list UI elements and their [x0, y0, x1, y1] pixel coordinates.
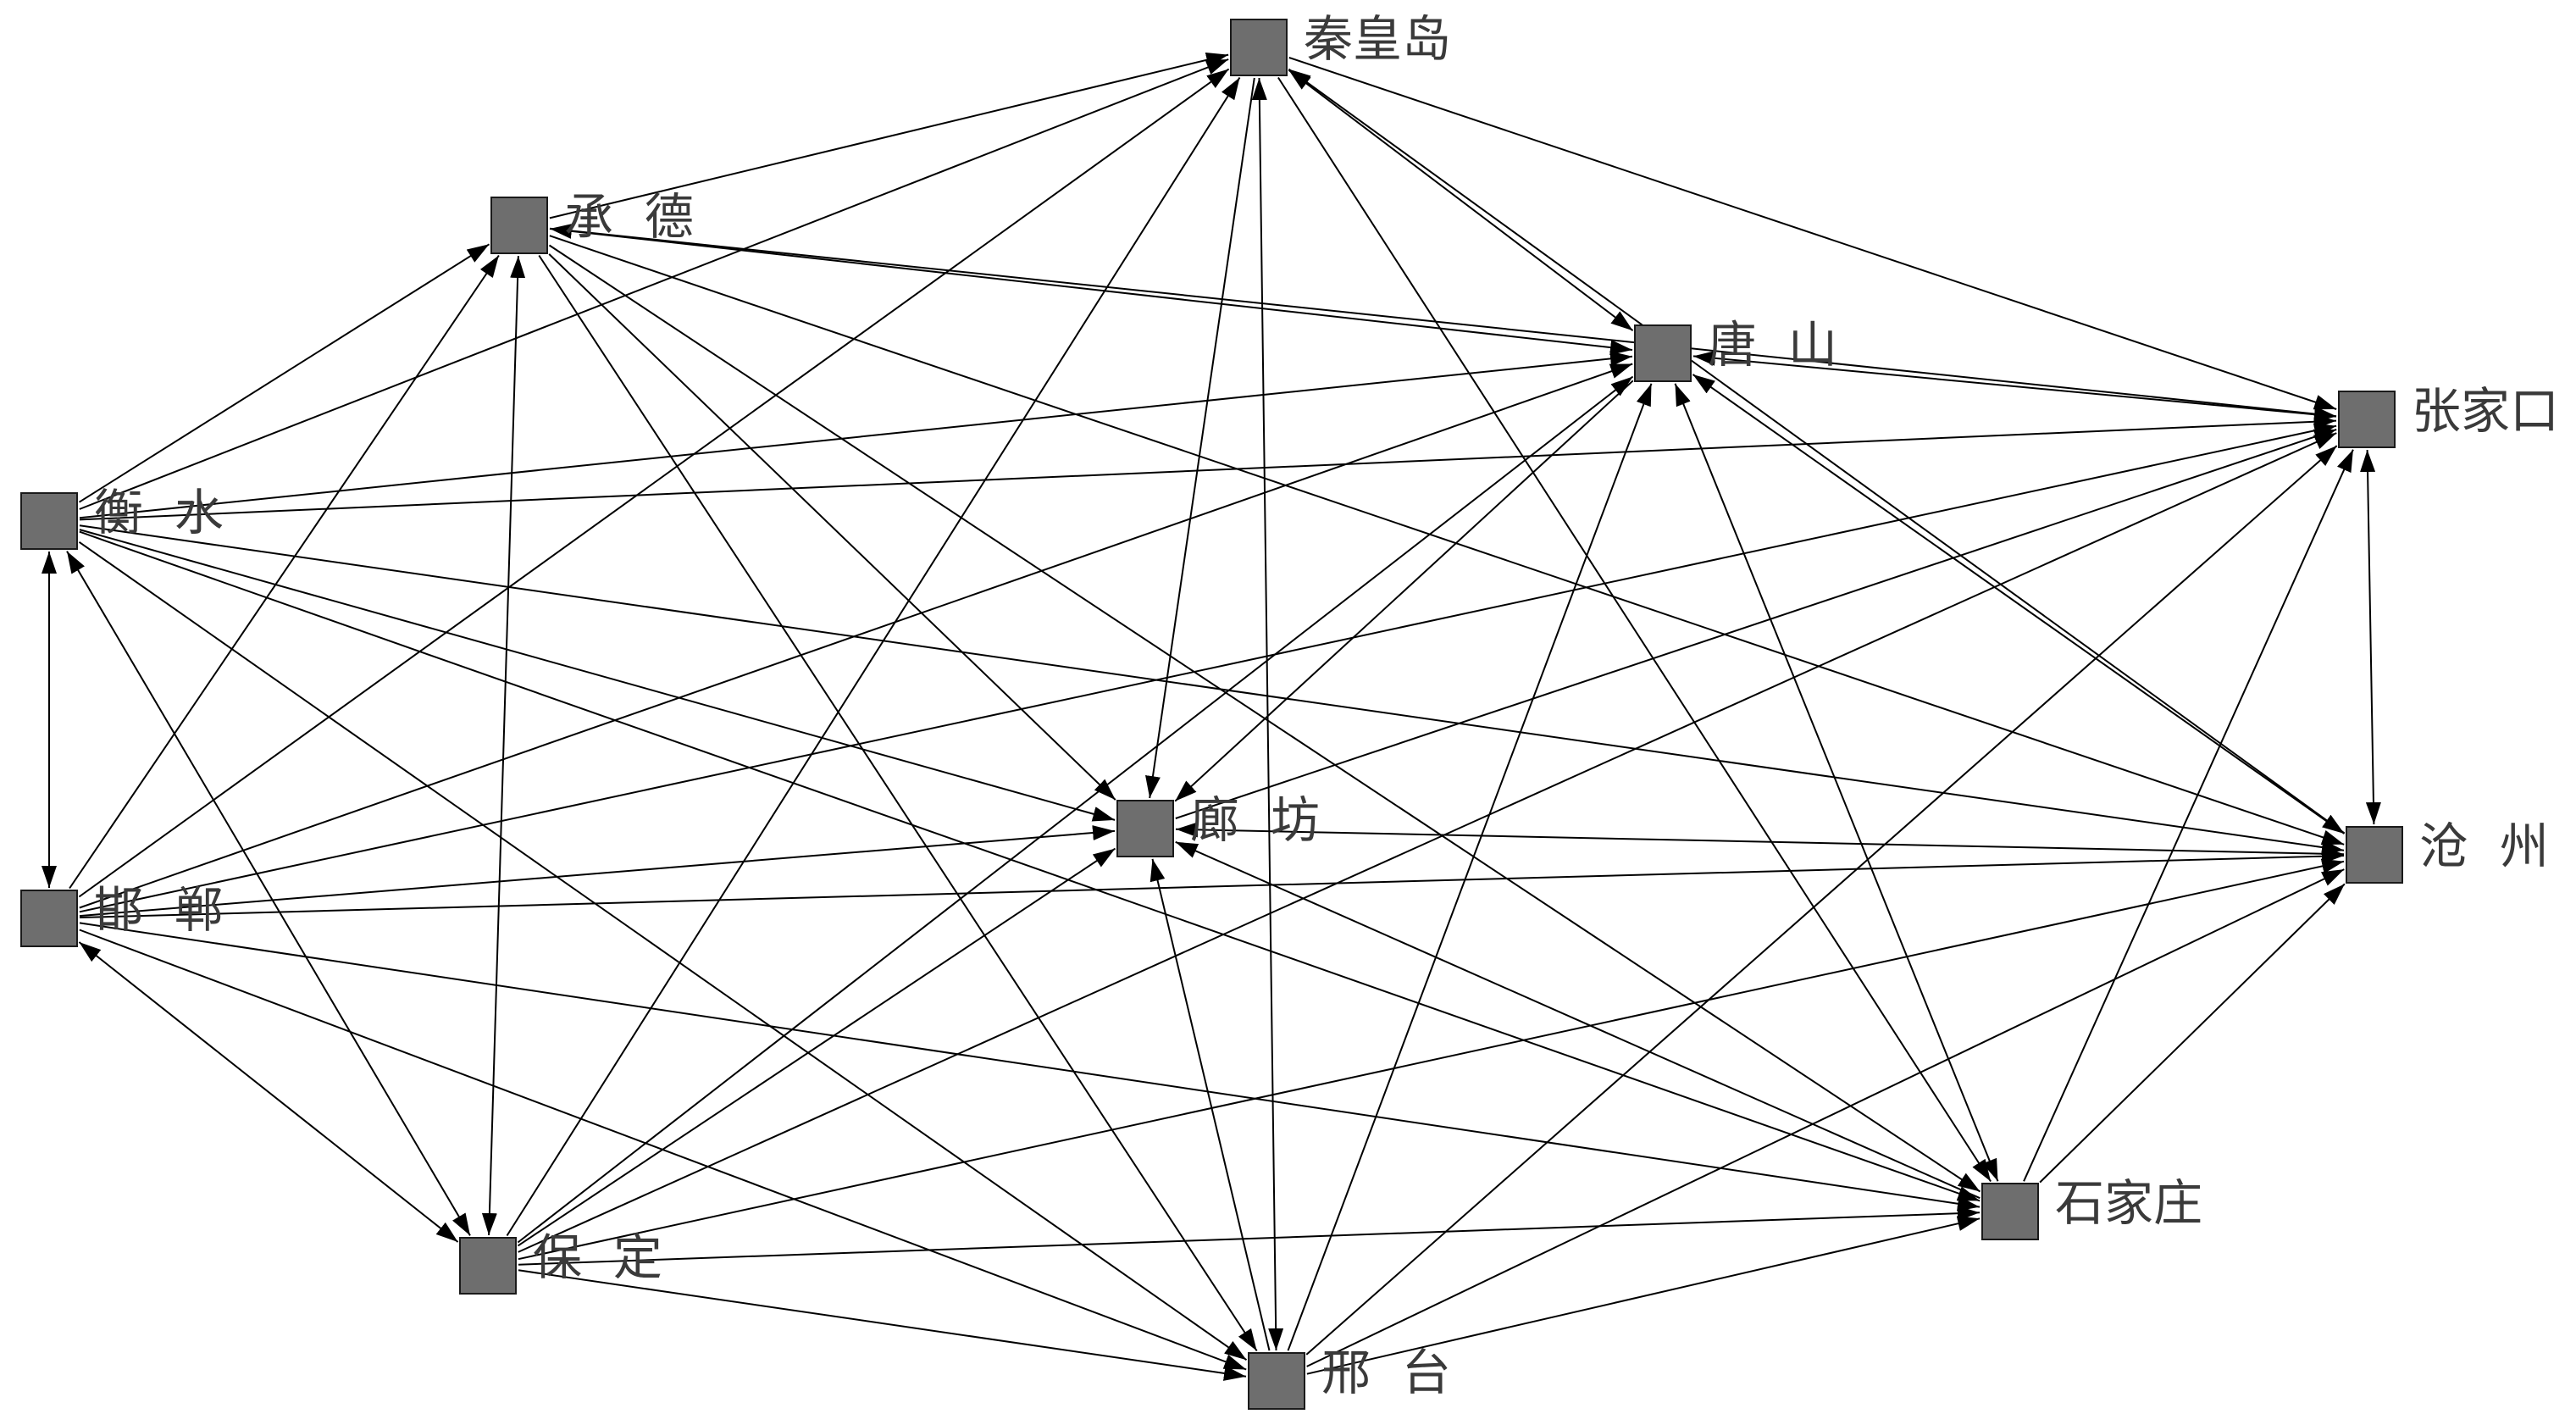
- city-node-square: [459, 1237, 517, 1295]
- edge-1-to-2: [549, 223, 1633, 356]
- edge-4-to-0: [79, 58, 1229, 510]
- edge-2-to-5: [1174, 380, 1634, 802]
- edge-9-to-8: [518, 1206, 1980, 1266]
- city-node-5: 廊 坊: [1116, 791, 1320, 857]
- city-node-10: 邢 台: [1248, 1344, 1451, 1410]
- edge-10-to-6: [1306, 868, 2345, 1367]
- edge-6-to-5: [1175, 822, 2345, 862]
- city-node-square: [490, 197, 548, 254]
- city-label: 保 定: [533, 1228, 662, 1286]
- edge-7-to-5: [79, 825, 1116, 918]
- city-label: 廊 坊: [1190, 791, 1320, 849]
- edge-9-to-0: [506, 76, 1241, 1237]
- city-label: 承 德: [564, 188, 694, 246]
- edge-10-to-8: [1306, 1216, 1980, 1375]
- edge-10-to-3: [1305, 445, 2338, 1356]
- city-node-square: [1634, 324, 1692, 382]
- city-label: 秦皇岛: [1304, 10, 1451, 68]
- city-label: 邯 郸: [94, 881, 224, 939]
- city-node-square: [20, 890, 78, 947]
- edge-9-to-5: [517, 847, 1116, 1247]
- edge-1-to-9: [481, 255, 526, 1236]
- edge-2-to-8: [1674, 383, 1999, 1182]
- city-node-square: [2338, 391, 2396, 448]
- edge-8-to-3: [2023, 449, 2354, 1182]
- city-node-1: 承 德: [490, 188, 694, 254]
- edge-2-to-6: [1692, 374, 2346, 834]
- edge-layer: [42, 52, 2381, 1381]
- edge-9-to-6: [518, 858, 2345, 1261]
- edge-5-to-3: [1175, 429, 2337, 819]
- edge-7-to-1: [69, 254, 500, 890]
- edge-10-to-5: [1150, 858, 1271, 1351]
- edge-9-to-10: [518, 1269, 1247, 1381]
- city-label: 沧 州: [2419, 818, 2549, 875]
- edge-4-to-1: [78, 243, 490, 503]
- edge-7-to-9: [78, 941, 459, 1243]
- edge-1-to-3: [549, 227, 2337, 422]
- edge-0-to-3: [1288, 57, 2337, 410]
- city-node-9: 保 定: [459, 1228, 662, 1295]
- city-node-7: 邯 郸: [20, 881, 224, 947]
- city-node-square: [2346, 826, 2403, 884]
- edge-4-to-10: [78, 541, 1248, 1361]
- edge-1-to-0: [549, 52, 1229, 219]
- edge-4-to-3: [79, 413, 2337, 521]
- city-node-square: [1248, 1352, 1305, 1410]
- edge-1-to-10: [538, 254, 1258, 1352]
- edge-7-to-10: [79, 929, 1247, 1371]
- city-node-6: 沧 州: [2346, 818, 2549, 884]
- edge-1-to-5: [548, 253, 1116, 801]
- edge-8-to-6: [2039, 883, 2346, 1184]
- edge-7-to-6: [79, 848, 2345, 918]
- city-label: 邢 台: [1321, 1344, 1451, 1401]
- edge-4-to-2: [79, 351, 1633, 519]
- edge-10-to-2: [1287, 383, 1653, 1351]
- city-node-0: 秦皇岛: [1230, 10, 1451, 76]
- edge-3-to-6: [2360, 449, 2381, 825]
- edge-0-to-10: [1251, 77, 1284, 1351]
- city-label: 唐 山: [1708, 316, 1837, 374]
- edge-0-to-5: [1145, 77, 1255, 799]
- city-label: 张家口: [2412, 382, 2559, 440]
- city-node-3: 张家口: [2338, 382, 2559, 448]
- city-label: 衡 水: [94, 484, 224, 541]
- edge-4-to-8: [79, 530, 1980, 1202]
- city-node-square: [1116, 800, 1174, 857]
- edge-4-to-5: [79, 529, 1116, 822]
- city-node-2: 唐 山: [1634, 316, 1837, 382]
- city-node-square: [1981, 1183, 2039, 1240]
- city-node-4: 衡 水: [20, 484, 224, 550]
- city-label: 石家庄: [2055, 1174, 2202, 1232]
- edge-8-to-5: [1175, 840, 1980, 1200]
- edge-0-to-2: [1288, 69, 1634, 331]
- city-node-square: [1230, 19, 1288, 76]
- city-node-8: 石家庄: [1981, 1174, 2202, 1240]
- city-node-square: [20, 492, 78, 550]
- edge-7-to-8: [79, 922, 1980, 1212]
- edge-7-to-2: [79, 363, 1633, 909]
- edge-9-to-3: [518, 432, 2337, 1253]
- edge-6-to-0: [1288, 68, 2346, 834]
